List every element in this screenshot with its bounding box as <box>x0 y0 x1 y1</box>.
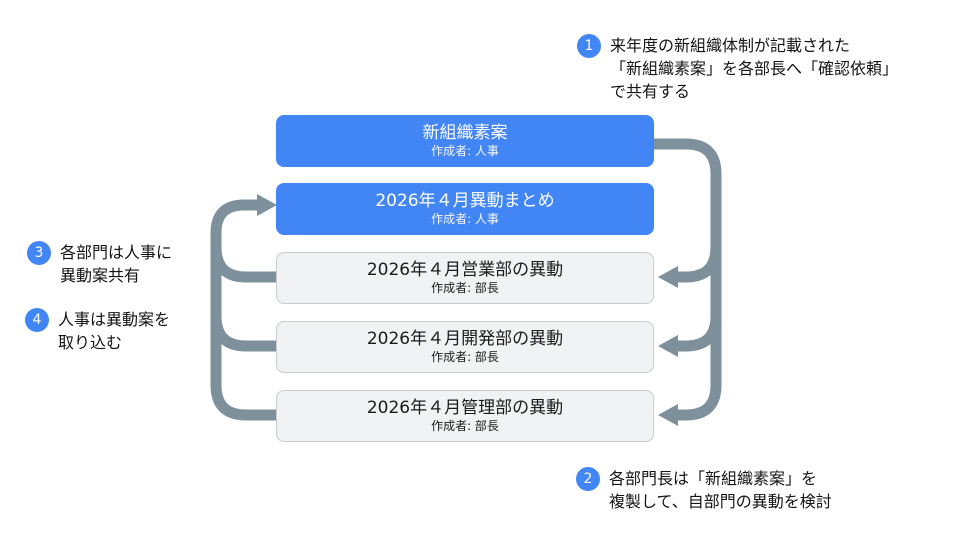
step-number-badge: 3 <box>27 241 51 265</box>
card-transfer-summary: 2026年４月異動まとめ 作成者: 人事 <box>276 183 654 235</box>
card-title: 新組織素案 <box>422 123 508 143</box>
arrow-merge-to-summary <box>210 194 277 421</box>
annotation-step-4: 4 人事は異動案を 取り込む <box>25 308 170 354</box>
card-title: 2026年４月営業部の異動 <box>366 260 564 280</box>
annotation-text: 各部門長は「新組織素案」を 複製して、自部門の異動を検討 <box>609 469 832 511</box>
annotation-step-1: 1 来年度の新組織体制が記載された 「新組織素案」を各部長へ「確認依頼」 で共有… <box>577 34 898 103</box>
card-subtitle: 作成者: 部長 <box>431 350 499 364</box>
annotation-text: 人事は異動案を 取り込む <box>58 310 171 352</box>
arrowhead-into-summary-card <box>257 194 277 216</box>
card-new-org-draft: 新組織素案 作成者: 人事 <box>276 115 654 167</box>
arrow-right-branch-dev <box>676 309 722 352</box>
card-subtitle: 作成者: 人事 <box>431 144 499 158</box>
step-number-badge: 2 <box>576 467 600 491</box>
card-subtitle: 作成者: 人事 <box>431 212 499 226</box>
arrowhead-into-admin-card <box>658 404 678 426</box>
arrow-left-branch-sales <box>210 240 276 283</box>
annotation-step-2: 2 各部門長は「新組織素案」を 複製して、自部門の異動を検討 <box>576 467 832 513</box>
step-number-badge: 1 <box>577 34 601 58</box>
card-sales-dept-transfer: 2026年４月営業部の異動 作成者: 部長 <box>276 252 654 304</box>
arrow-left-branch-dev <box>210 309 276 352</box>
card-title: 2026年４月異動まとめ <box>375 191 555 211</box>
card-dev-dept-transfer: 2026年４月開発部の異動 作成者: 部長 <box>276 321 654 373</box>
card-subtitle: 作成者: 部長 <box>431 419 499 433</box>
annotation-text: 各部門は人事に 異動案共有 <box>60 243 173 285</box>
arrow-left-trunk <box>210 199 276 421</box>
card-admin-dept-transfer: 2026年４月管理部の異動 作成者: 部長 <box>276 390 654 442</box>
arrow-share-to-departments <box>654 138 722 426</box>
arrowhead-into-dev-card <box>658 335 678 357</box>
arrow-right-branch-sales <box>676 240 722 283</box>
card-subtitle: 作成者: 部長 <box>431 281 499 295</box>
card-title: 2026年４月開発部の異動 <box>366 329 564 349</box>
arrow-right-trunk <box>654 138 722 421</box>
annotation-step-3: 3 各部門は人事に 異動案共有 <box>27 241 172 287</box>
step-number-badge: 4 <box>25 308 49 332</box>
card-title: 2026年４月管理部の異動 <box>366 398 564 418</box>
arrowhead-into-sales-card <box>658 266 678 288</box>
annotation-text: 来年度の新組織体制が記載された 「新組織素案」を各部長へ「確認依頼」 で共有する <box>610 36 899 101</box>
